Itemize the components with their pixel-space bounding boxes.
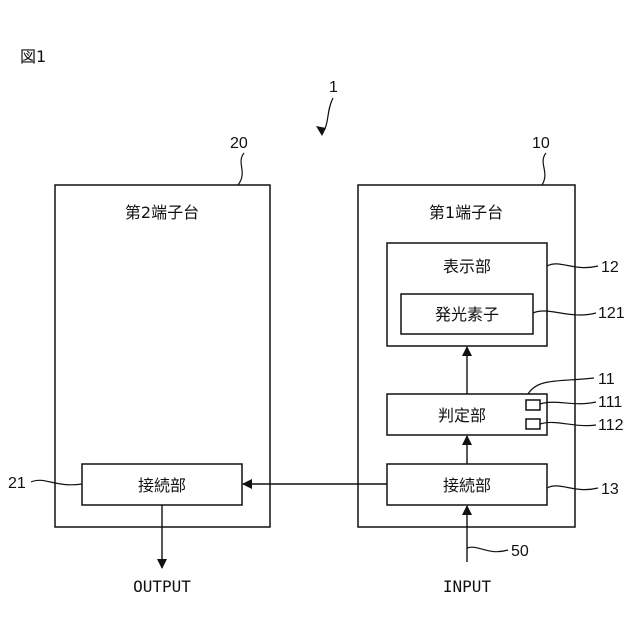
terminal2-connection-ref: 21: [8, 475, 26, 492]
terminal1-connection-label: 接続部: [443, 476, 491, 495]
terminal2-ref: 20: [230, 135, 248, 152]
judge-sub-indicator-1: [526, 400, 540, 410]
terminal1-ref: 10: [532, 135, 550, 152]
light-element-label: 発光素子: [435, 305, 499, 324]
light-element-ref: 121: [598, 305, 625, 322]
terminal1-leader: [542, 153, 546, 185]
judge-ref: 11: [598, 371, 615, 388]
system-ref-arrowhead: [316, 126, 326, 136]
judge-sub-indicator-2: [526, 419, 540, 429]
judge-sub-ref-1: 111: [598, 394, 622, 411]
input-leader: [467, 547, 508, 552]
system-ref: 1: [329, 79, 338, 96]
display-ref: 12: [601, 259, 619, 276]
display-label: 表示部: [443, 257, 491, 276]
judge-label: 判定部: [438, 406, 486, 425]
terminal2-connection-label: 接続部: [138, 476, 186, 495]
judge-sub-ref-2: 112: [598, 417, 624, 434]
terminal2-title: 第2端子台: [125, 203, 199, 222]
input-ref: 50: [511, 543, 529, 560]
terminal1-connection-ref: 13: [601, 481, 619, 498]
output-label: OUTPUT: [133, 577, 191, 596]
input-label: INPUT: [443, 577, 492, 596]
terminal2-leader: [238, 153, 244, 185]
figure-label: 図1: [20, 47, 46, 66]
terminal1-title: 第1端子台: [429, 203, 503, 222]
